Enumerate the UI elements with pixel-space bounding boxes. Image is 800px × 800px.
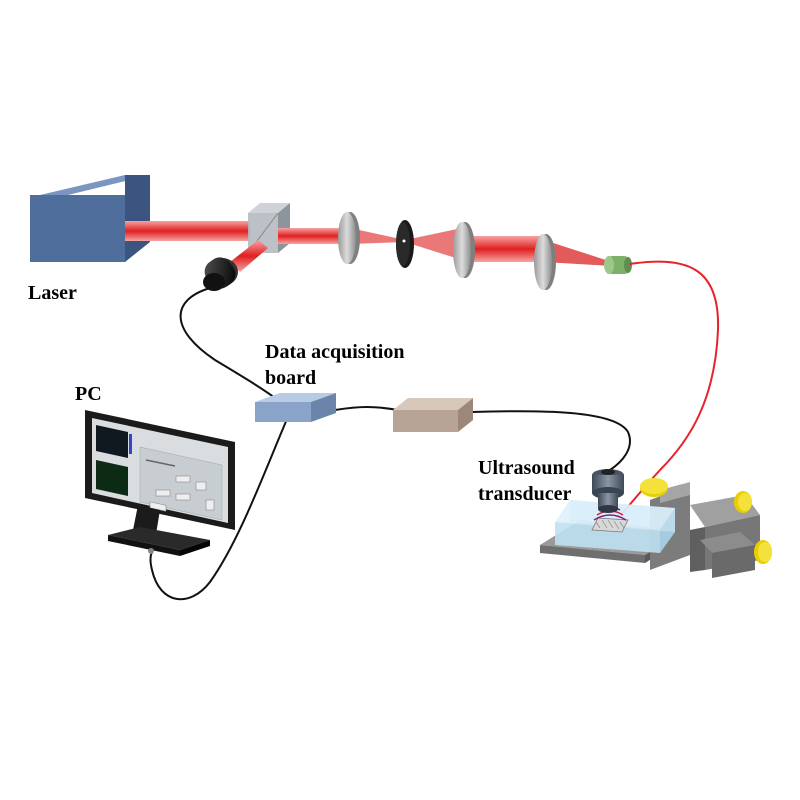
lens-2 (453, 222, 475, 278)
stage-knobs (640, 478, 772, 564)
photodetector (203, 257, 238, 291)
label-laser: Laser (28, 282, 77, 304)
reflected-beam (230, 240, 268, 272)
label-daq-line1: Data acquisition (265, 341, 405, 363)
cables (149, 287, 631, 601)
monitor-plot-1 (96, 425, 128, 458)
label-pc: PC (75, 383, 102, 405)
label-ultrasound-line2: transducer (478, 483, 572, 505)
monitor-colorbar (129, 434, 132, 454)
beam-path-optics (278, 228, 612, 266)
cable-daq-pc (149, 411, 291, 601)
label-daq-line2: board (265, 367, 317, 389)
monitor-plot-2 (96, 460, 128, 496)
ultrasound-transducer (592, 469, 624, 513)
lens-1 (338, 212, 360, 264)
fiber-coupler (604, 256, 632, 274)
cable-daq-amplifier (334, 406, 399, 411)
daq-board (255, 393, 336, 422)
sample (591, 517, 629, 533)
laser-box (30, 175, 150, 262)
pinhole (396, 220, 414, 268)
amplifier-box (393, 398, 473, 432)
cable-amplifier-transducer (471, 410, 631, 471)
label-ultrasound-line1: Ultrasound (478, 457, 575, 479)
laser-beam (125, 221, 250, 241)
lens-3 (534, 234, 556, 290)
cable-detector-daq (179, 287, 283, 404)
optical-fiber (609, 260, 720, 529)
pc-monitor (85, 410, 235, 556)
